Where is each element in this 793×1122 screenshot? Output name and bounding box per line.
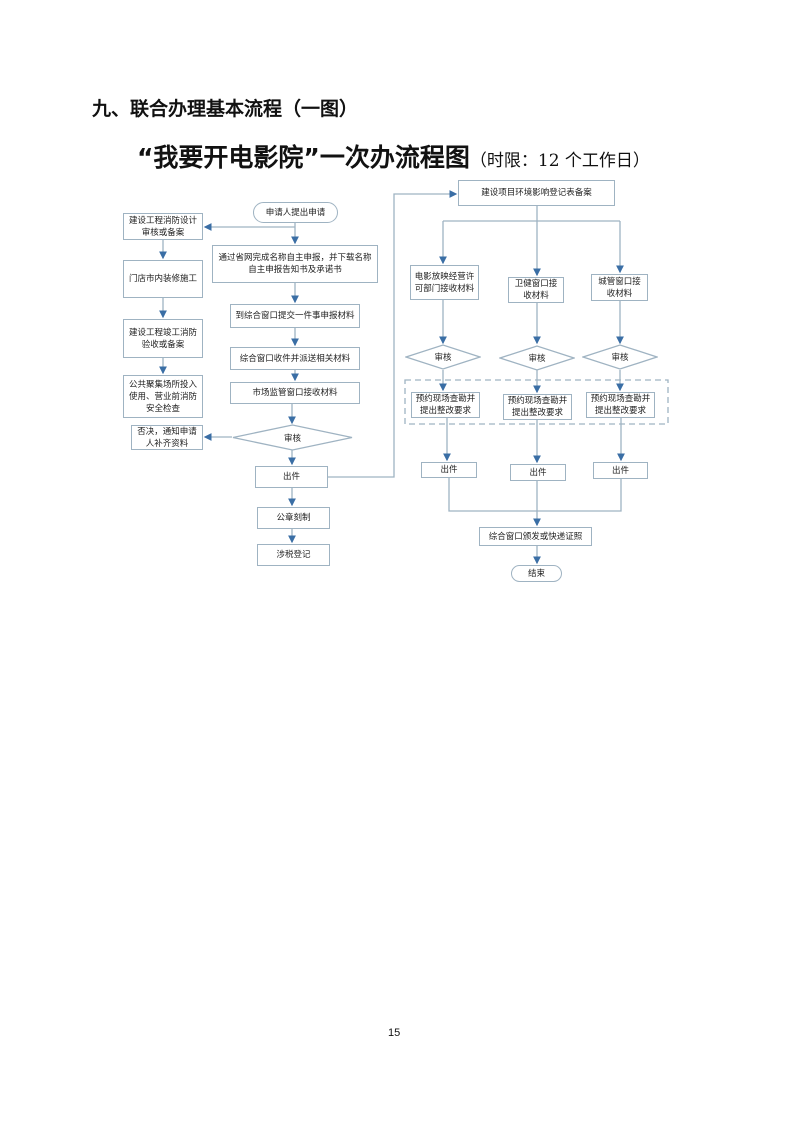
branch-1-receive: 电影放映经营许可部门接收材料 [410,265,479,300]
seal-node: 公章刻制 [257,507,330,529]
title-text: “我要开电影院”一次办流程图 [137,143,470,172]
branch-1-inspect: 预约现场查勘并提出整改要求 [411,392,480,418]
time-limit: （时限：12 个工作日） [469,151,650,171]
left-step-1: 建设工程消防设计审核或备案 [123,213,203,240]
branch-2-inspect: 预约现场查勘并提出整改要求 [503,394,572,420]
branch-2-issue: 出件 [510,464,566,481]
review-label: 审核 [611,353,629,363]
left-step-2: 门店市内装修施工 [123,260,203,298]
branch-1-review: 审核 [405,344,481,370]
branch-1-issue: 出件 [421,462,477,478]
left-step-3: 建设工程竣工消防验收或备案 [123,319,203,358]
branch-3-inspect: 预约现场查勘并提出整改要求 [586,392,655,418]
start-node: 申请人提出申请 [253,202,338,223]
reject-node: 否决，通知申请人补齐资料 [131,425,203,450]
tax-node: 涉税登记 [257,544,330,566]
issue-node: 出件 [255,466,328,488]
main-step-2: 到综合窗口提交一件事申报材料 [230,304,360,328]
section-heading: 九、联合办理基本流程（一图） [92,98,359,120]
review-decision: 审核 [232,424,353,451]
end-node: 结束 [511,565,562,582]
review-label: 审核 [434,353,452,363]
review-label: 审核 [528,354,546,364]
main-step-1: 通过省网完成名称自主申报，并下载名称自主申报告知书及承诺书 [212,245,378,283]
main-step-4: 市场监管窗口接收材料 [230,382,360,404]
left-step-4: 公共聚集场所投入使用、营业前消防安全检查 [123,375,203,418]
review-label: 审核 [283,433,301,444]
flowchart-title: “我要开电影院”一次办流程图（时限：12 个工作日） [137,138,650,174]
branch-3-review: 审核 [582,344,658,370]
deliver-node: 综合窗口颁发或快递证照 [479,527,592,546]
page-number: 15 [388,1027,401,1039]
env-registration-node: 建设项目环境影响登记表备案 [458,180,615,206]
branch-2-receive: 卫健窗口接收材料 [508,277,564,303]
branch-2-review: 审核 [499,345,575,371]
branch-3-receive: 城管窗口接收材料 [591,274,648,301]
branch-3-issue: 出件 [593,462,648,479]
main-step-3: 综合窗口收件并派送相关材料 [230,347,360,370]
